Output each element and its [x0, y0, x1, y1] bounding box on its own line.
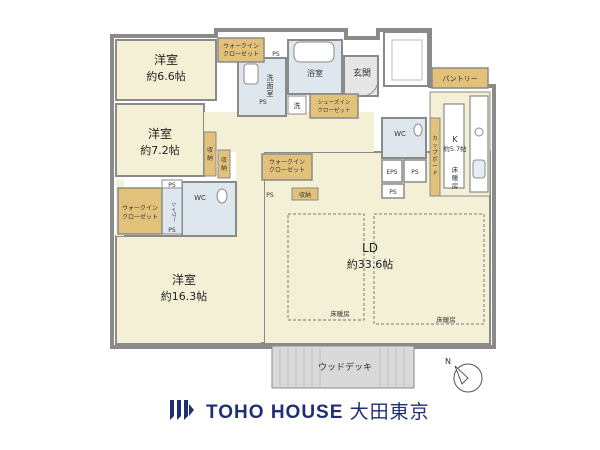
bedroom3-name: 洋室	[172, 272, 196, 287]
washer-box	[287, 95, 307, 115]
wc-left	[181, 181, 237, 237]
brand-name-text: TOHO HOUSE	[206, 401, 344, 423]
shower-label: シャワー	[170, 202, 176, 222]
bedroom2-floor	[115, 103, 205, 177]
wic-mid	[261, 153, 313, 181]
outer-walls	[110, 28, 496, 349]
storage1-label-2: 納	[207, 154, 213, 162]
stove-icon	[474, 127, 484, 137]
bathtub-icon	[293, 41, 335, 63]
ps-box-1	[403, 159, 427, 183]
cupboard-label-4: ボ	[432, 155, 438, 163]
storage2-label-1: 収	[221, 157, 227, 164]
ps-label-k1: PS	[411, 169, 419, 176]
bedroom2-size: 約7.2帖	[140, 143, 180, 157]
washroom-label-1: 洗	[267, 73, 274, 82]
entrance-floor	[343, 55, 379, 97]
wood-deck-label: ウッドデッキ	[318, 361, 372, 373]
wash-label: 洗	[294, 101, 301, 110]
ps-left-1	[161, 179, 183, 189]
north-arrow-icon: N	[445, 357, 483, 393]
shoes-closet	[309, 93, 359, 119]
brand-logo-icon	[170, 400, 194, 420]
wic-left-label-1: ウォークイン	[122, 204, 158, 212]
wic-left	[117, 187, 163, 235]
storage3-label: 収納	[299, 191, 311, 199]
floor-heating-label-2: 床暖房	[436, 315, 456, 324]
floor-heating-k-label-1: 床	[452, 165, 459, 174]
ps-box-2	[381, 183, 405, 199]
entrance-storage-inner	[391, 39, 423, 81]
cupboard-label-2: ッ	[432, 143, 438, 149]
brand-name: TOHO HOUSE 大田東京	[206, 397, 430, 424]
sink-icon	[472, 159, 486, 179]
storage1-label-1: 収	[207, 147, 213, 154]
pantry	[431, 67, 489, 89]
ps-label-left-1: PS	[168, 182, 176, 189]
entrance-storage	[383, 31, 429, 87]
toilet-icon	[216, 188, 228, 204]
bedroom1-floor	[115, 39, 217, 101]
wic-mid-label-2: クローゼット	[269, 166, 305, 174]
cupboard-label-6: ド	[432, 171, 438, 177]
floor-heating-label-1: 床暖房	[330, 309, 350, 318]
hall2-floor	[236, 152, 264, 342]
wic-top	[217, 37, 265, 63]
entrance-door-icon	[361, 79, 379, 97]
cupboard	[429, 117, 441, 197]
wic-top-label-1: ウォークイン	[223, 42, 259, 50]
floor-heating-zone-1	[287, 213, 365, 321]
pantry-label: パントリー	[442, 75, 477, 83]
storage1	[203, 131, 217, 177]
storage2	[217, 149, 231, 179]
bedroom3-size: 約16.3帖	[161, 289, 208, 303]
wc-left-label: WC	[194, 194, 206, 202]
floor-heating-k-label-2: 暖	[452, 174, 459, 182]
ps-label-top: PS	[272, 51, 280, 58]
bedroom1-name: 洋室	[154, 52, 178, 67]
kitchen-island	[443, 103, 465, 189]
wic-mid-label-1: ウォークイン	[269, 158, 305, 166]
washroom-label-2: 面	[267, 82, 274, 90]
toilet-icon-2	[413, 123, 423, 137]
cupboard-label-3: プ	[432, 149, 438, 156]
brand-branch: 大田東京	[349, 401, 430, 423]
bedroom2-name: 洋室	[148, 126, 172, 141]
ld-name: LD	[362, 241, 378, 255]
shoes-closet-label-1: シューズイン	[318, 98, 351, 106]
wood-deck-lines	[279, 348, 405, 386]
wic-left-label-2: クローゼット	[122, 213, 158, 221]
floor-heating-k-label-3: 房	[452, 181, 459, 190]
eps-box	[381, 159, 403, 183]
ps-label-left-2: PS	[168, 227, 176, 234]
bath-label: 浴室	[307, 68, 323, 78]
kitchen-name: K	[452, 135, 458, 144]
floor-heating-zone-2	[373, 213, 485, 325]
cupboard-label-1: カ	[432, 135, 438, 142]
wc-top-label: WC	[394, 130, 406, 138]
wic-top-label-2: クローゼット	[223, 50, 259, 58]
storage2-label-2: 納	[221, 164, 227, 172]
washroom-label-3: 室	[267, 89, 274, 98]
ps-label-wash: PS	[259, 99, 267, 106]
ld-size: 約33.6帖	[347, 257, 394, 271]
entrance-label: 玄関	[353, 67, 371, 79]
kitchen-size: 約5.7帖	[443, 144, 467, 153]
north-label: N	[445, 357, 451, 366]
ps-label-k2: PS	[389, 189, 397, 196]
brand-footer: TOHO HOUSE 大田東京	[168, 393, 430, 427]
shoes-closet-label-2: クローゼット	[317, 106, 350, 114]
cupboard-label-5: ー	[432, 164, 438, 170]
bedroom1-size: 約6.6帖	[146, 69, 186, 83]
storage3	[291, 187, 319, 201]
washbasin-icon	[243, 63, 259, 85]
ps-label-mid: PS	[266, 192, 274, 199]
eps-label: EPS	[386, 169, 397, 176]
